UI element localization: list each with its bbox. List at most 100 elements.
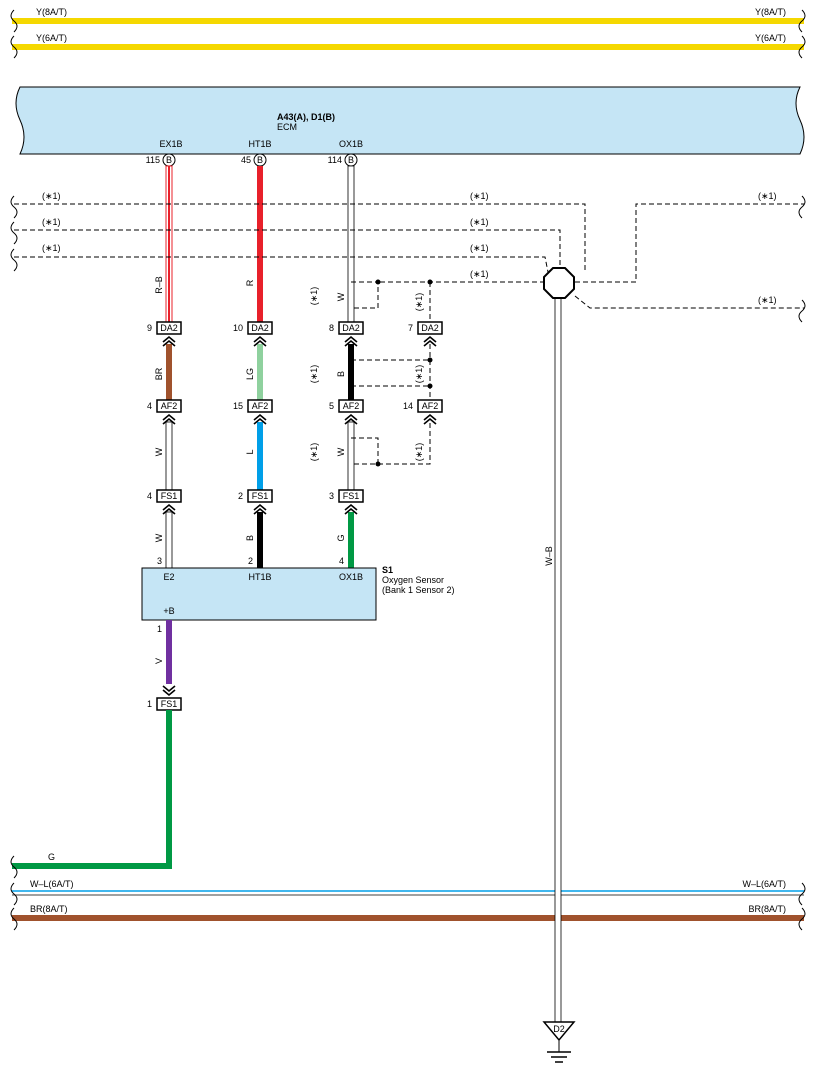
connector-name: DA2 bbox=[342, 323, 360, 333]
wire-label-left: Y(8A/T) bbox=[36, 7, 67, 17]
ecm-pin-114: 114 B bbox=[328, 153, 358, 167]
wire-g: G bbox=[10, 710, 172, 879]
wire-br-8at: BR(8A/T) BR(8A/T) bbox=[10, 904, 806, 931]
sensor-subtitle: (Bank 1 Sensor 2) bbox=[382, 585, 455, 595]
connector-pin: 2 bbox=[238, 491, 243, 501]
connector-pin: 15 bbox=[233, 401, 243, 411]
connector-name: DA2 bbox=[160, 323, 178, 333]
note-label: (∗1) bbox=[414, 365, 424, 384]
optional-circuits: (∗1) (∗1) (∗1) (∗1) (∗1) (∗1) (∗1) (∗1) … bbox=[10, 191, 806, 467]
ecm-name: ECM bbox=[277, 122, 297, 132]
connector-pin: 5 bbox=[329, 401, 334, 411]
wire-col1: R–B BR W W bbox=[154, 165, 173, 569]
wire-color-label: W bbox=[336, 447, 346, 456]
connector-pin: 4 bbox=[147, 491, 152, 501]
wire-v: V bbox=[154, 620, 172, 684]
connector-name: FS1 bbox=[343, 491, 360, 501]
pin-number: 45 bbox=[241, 155, 251, 165]
connector-pin: 8 bbox=[329, 323, 334, 333]
wire-color-label: BR bbox=[154, 367, 164, 380]
connector-pin: 14 bbox=[403, 401, 413, 411]
ground-label: D2 bbox=[553, 1024, 565, 1034]
junction-connector bbox=[543, 267, 575, 299]
wire-col2: R LG L B bbox=[245, 166, 263, 568]
wire-color-label: R–B bbox=[154, 276, 164, 294]
ecm-pin-signal: EX1B bbox=[159, 139, 182, 149]
note-label: (∗1) bbox=[758, 295, 777, 305]
sensor-code: S1 bbox=[382, 565, 393, 575]
pin-number: 115 bbox=[146, 155, 160, 165]
connector-pin: 9 bbox=[147, 323, 152, 333]
connector-pin: 7 bbox=[408, 323, 413, 333]
wire-color-label: V bbox=[154, 658, 164, 664]
note-label: (∗1) bbox=[414, 443, 424, 462]
wire-label-left: W–L(6A/T) bbox=[30, 879, 74, 889]
connector-name: FS1 bbox=[252, 491, 269, 501]
wire-color-label: W bbox=[154, 447, 164, 456]
ground-wire-w-b: W–B bbox=[543, 267, 575, 1023]
note-label: (∗1) bbox=[309, 365, 319, 384]
wire-w-l-6at: W–L(6A/T) W–L(6A/T) bbox=[10, 879, 806, 906]
sensor-pin-number: 2 bbox=[248, 556, 253, 566]
connector-name: DA2 bbox=[251, 323, 269, 333]
wire-col3: W B W G bbox=[336, 165, 355, 568]
wire-color-label: W bbox=[154, 533, 164, 542]
note-label: (∗1) bbox=[42, 243, 61, 253]
wire-y-8at: Y(8A/T) Y(8A/T) bbox=[10, 7, 806, 33]
wire-label-right: BR(8A/T) bbox=[748, 904, 786, 914]
connector-row-da2: DA2 DA2 DA2 DA2 9 10 8 7 bbox=[147, 321, 443, 335]
wire-label-left: Y(6A/T) bbox=[36, 33, 67, 43]
connector-pin: 4 bbox=[147, 401, 152, 411]
connector-name: AF2 bbox=[161, 401, 178, 411]
ecm-pin-signal: HT1B bbox=[248, 139, 271, 149]
note-label: (∗1) bbox=[470, 191, 489, 201]
wire-color-label: R bbox=[245, 279, 255, 286]
wire-color-label: G bbox=[336, 534, 346, 541]
connector-row-fs1: FS1 FS1 FS1 4 2 3 bbox=[147, 489, 364, 503]
chevron-marks bbox=[162, 335, 437, 697]
sensor-plusb-label: +B bbox=[163, 606, 174, 616]
note-label: (∗1) bbox=[470, 217, 489, 227]
wire-y-6at: Y(6A/T) Y(6A/T) bbox=[10, 33, 806, 59]
wire-color-label: W–B bbox=[544, 546, 554, 566]
wire-label-left: G bbox=[48, 852, 55, 862]
note-label: (∗1) bbox=[758, 191, 777, 201]
wire-label-right: Y(6A/T) bbox=[755, 33, 786, 43]
pin-connector-letter: B bbox=[257, 155, 263, 165]
wire-color-label: B bbox=[245, 535, 255, 541]
note-label: (∗1) bbox=[42, 217, 61, 227]
note-label: (∗1) bbox=[42, 191, 61, 201]
note-label: (∗1) bbox=[309, 443, 319, 462]
sensor-pin-label: E2 bbox=[163, 572, 174, 582]
note-label: (∗1) bbox=[309, 287, 319, 306]
note-label: (∗1) bbox=[414, 293, 424, 312]
sensor-pin-number: 3 bbox=[157, 556, 162, 566]
sensor-pin-label: HT1B bbox=[248, 572, 271, 582]
connector-row-af2: AF2 AF2 AF2 AF2 4 15 5 14 bbox=[147, 399, 443, 413]
connector-name: DA2 bbox=[421, 323, 439, 333]
connector-name: FS1 bbox=[161, 699, 178, 709]
connector-pin: 3 bbox=[329, 491, 334, 501]
ground-point-d2: D2 bbox=[542, 1021, 576, 1063]
connector-name: AF2 bbox=[252, 401, 269, 411]
wire-label-right: W–L(6A/T) bbox=[742, 879, 786, 889]
connector-pin: 10 bbox=[233, 323, 243, 333]
note-label: (∗1) bbox=[470, 269, 489, 279]
sensor-pin-number: 1 bbox=[157, 624, 162, 634]
oxygen-sensor-component: E2 HT1B OX1B +B 3 2 4 1 S1 Oxygen Sensor… bbox=[141, 556, 455, 634]
connector-fs1-bottom: FS1 1 bbox=[147, 697, 182, 711]
connector-name: AF2 bbox=[422, 401, 439, 411]
pin-connector-letter: B bbox=[166, 155, 172, 165]
pin-number: 114 bbox=[328, 155, 342, 165]
ecm-pin-45: 45 B bbox=[241, 153, 267, 167]
note-label: (∗1) bbox=[470, 243, 489, 253]
ecm-code: A43(A), D1(B) bbox=[277, 112, 335, 122]
wire-label-right: Y(8A/T) bbox=[755, 7, 786, 17]
wire-color-label: W bbox=[336, 292, 346, 301]
sensor-name: Oxygen Sensor bbox=[382, 575, 444, 585]
connector-name: FS1 bbox=[161, 491, 178, 501]
wire-color-label: B bbox=[336, 371, 346, 377]
wire-color-label: L bbox=[245, 449, 255, 454]
